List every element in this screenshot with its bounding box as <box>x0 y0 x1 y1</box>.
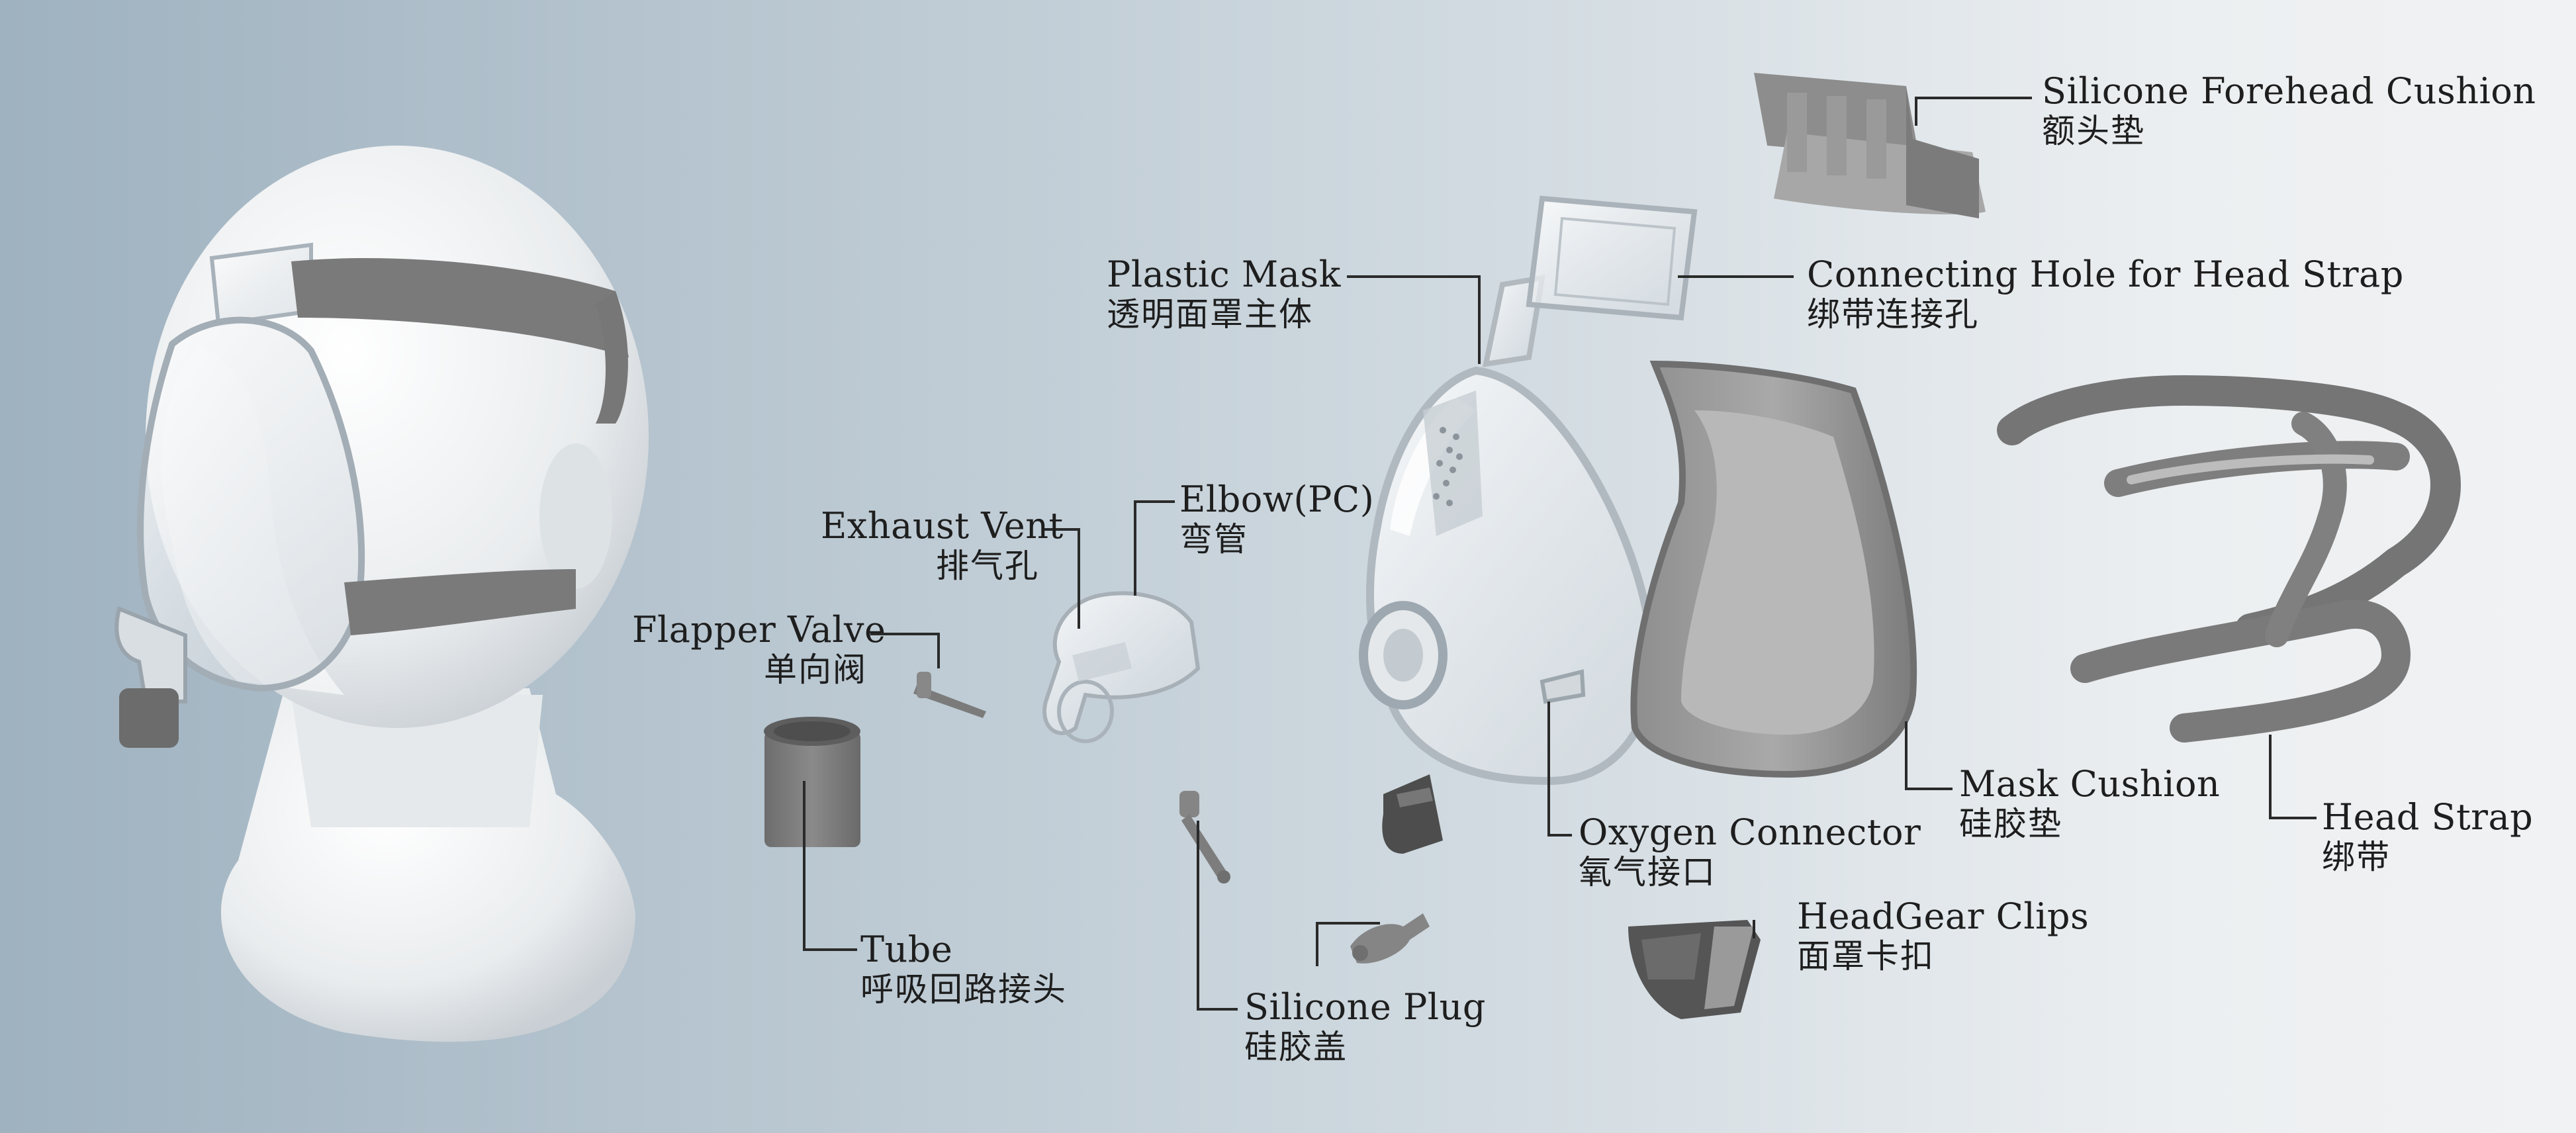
label-mask-cushion: Mask Cushion 硅胶垫 <box>1959 764 2220 842</box>
label-zh: 绑带连接孔 <box>1807 295 1979 334</box>
forehead-cushion-part <box>1754 73 1986 218</box>
label-en: Silicone Forehead Cushion <box>2042 70 2536 112</box>
label-en: Connecting Hole for Head Strap <box>1807 253 2404 295</box>
label-en: Exhaust Vent <box>821 505 1064 547</box>
label-zh: 单向阀 <box>764 651 867 690</box>
elbow-part <box>1042 591 1201 743</box>
label-en: Plastic Mask <box>1107 253 1341 295</box>
label-en: Elbow(PC) <box>1179 478 1375 520</box>
leader-lines <box>803 97 2317 1011</box>
headgear-clip-under-mask <box>1382 774 1443 854</box>
label-en: Flapper Valve <box>632 609 886 651</box>
label-zh: 绑带 <box>2322 838 2391 877</box>
label-zh: 硅胶盖 <box>1244 1028 1348 1067</box>
label-plastic-mask: Plastic Mask 透明面罩主体 <box>1107 255 1341 333</box>
label-silicone-plug: Silicone Plug 硅胶盖 <box>1244 987 1486 1065</box>
label-elbow: Elbow(PC) 弯管 <box>1179 480 1374 558</box>
mannequin-mask-illustration <box>115 242 629 748</box>
label-headgear-clips: HeadGear Clips 面罩卡扣 <box>1797 897 2089 975</box>
label-zh: 呼吸回路接头 <box>860 970 1067 1009</box>
label-en: Silicone Plug <box>1244 986 1486 1028</box>
label-oxygen-connector: Oxygen Connector 氧气接口 <box>1579 813 1921 891</box>
silicone-plug-part <box>1179 791 1230 884</box>
label-en: Mask Cushion <box>1959 763 2221 805</box>
label-zh: 透明面罩主体 <box>1107 295 1313 334</box>
label-zh: 硅胶垫 <box>1959 805 2062 844</box>
flapper-valve-part <box>913 672 986 718</box>
label-forehead-cushion: Silicone Forehead Cushion 额头垫 <box>2042 71 2536 150</box>
label-connecting-hole: Connecting Hole for Head Strap 绑带连接孔 <box>1807 255 2404 333</box>
mask-cushion-part <box>1630 360 1917 778</box>
label-zh: 氧气接口 <box>1579 853 1716 892</box>
label-en: Head Strap <box>2322 796 2534 838</box>
label-en: HeadGear Clips <box>1797 895 2090 937</box>
label-head-strap: Head Strap 绑带 <box>2322 797 2533 876</box>
head-strap-part <box>1997 375 2461 743</box>
label-en: Tube <box>860 929 953 970</box>
headgear-clips-part <box>1628 920 1761 1019</box>
label-tube: Tube 呼吸回路接头 <box>860 930 1067 1008</box>
silicone-plug-small-part <box>1350 913 1430 964</box>
label-en: Oxygen Connector <box>1579 811 1921 853</box>
label-flapper-valve: Flapper Valve 单向阀 <box>632 609 886 690</box>
label-exhaust-vent: Exhaust Vent 排气孔 <box>821 505 1064 586</box>
label-zh: 额头垫 <box>2042 112 2145 151</box>
tube-part <box>764 717 860 847</box>
label-zh: 排气孔 <box>936 547 1039 586</box>
label-zh: 面罩卡扣 <box>1797 937 1935 976</box>
label-zh: 弯管 <box>1179 520 1248 559</box>
